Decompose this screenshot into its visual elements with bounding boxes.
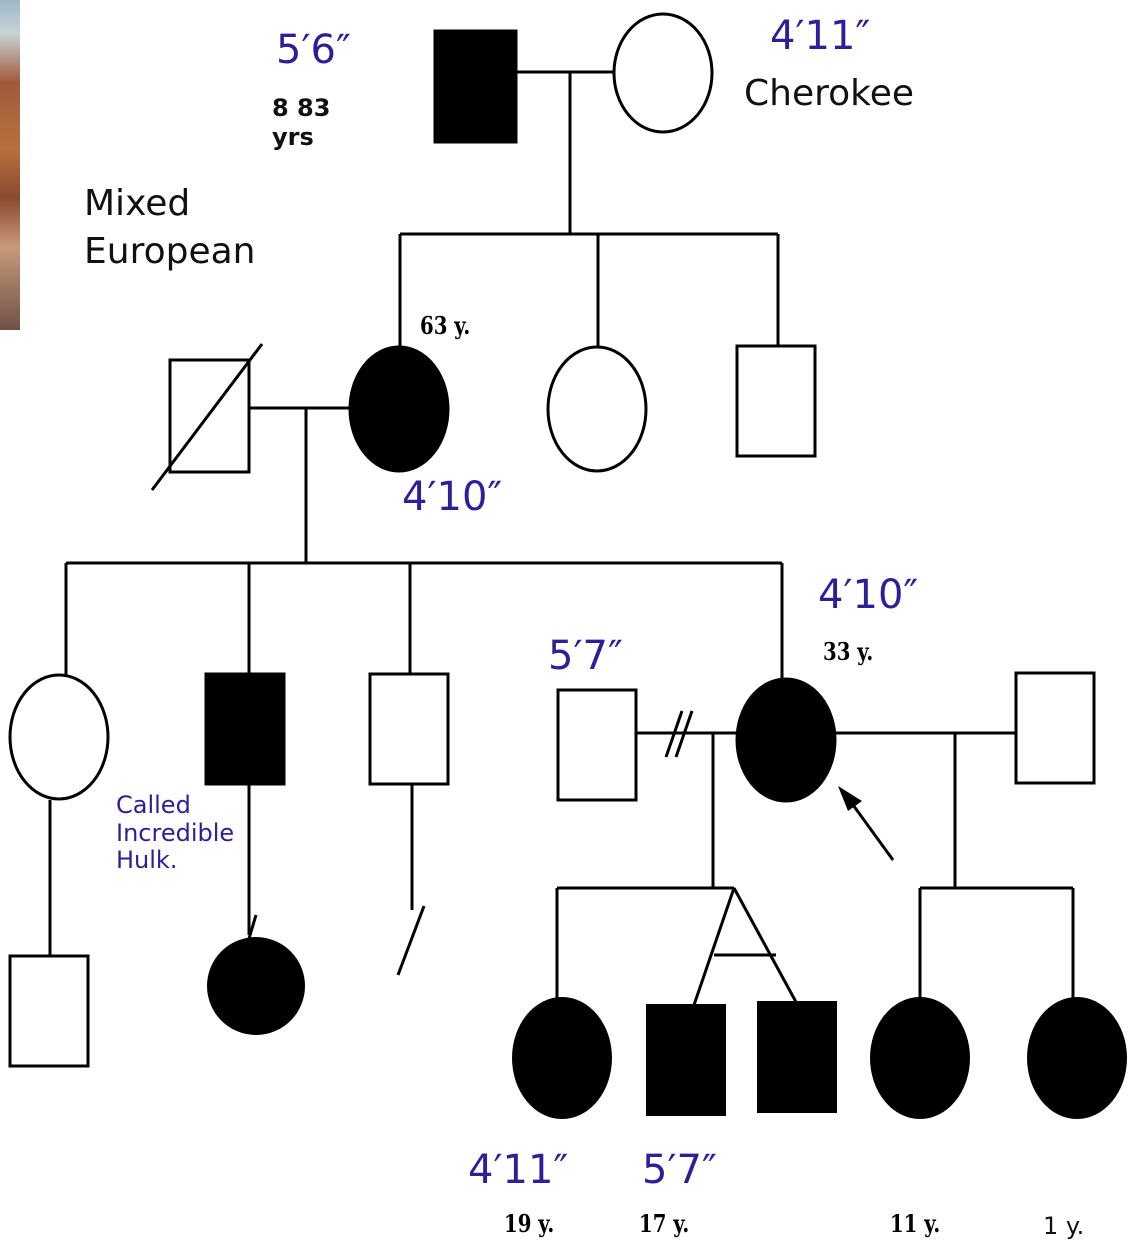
- uncle-unaffected-male: [735, 344, 817, 458]
- twin-line-left: [692, 887, 736, 1006]
- twin-height-label: 5′7″: [642, 1147, 717, 1193]
- grandfather-height-label: 5′6″: [276, 27, 351, 73]
- ex-husband-height-label: 5′7″: [548, 633, 623, 679]
- child5-age-label: 1 y.: [1043, 1212, 1085, 1240]
- hulk-note: Called Incredible Hulk.: [116, 791, 235, 875]
- child1-affected-female: [512, 997, 612, 1119]
- ethnicity-label-line2: European: [84, 231, 256, 272]
- proband-age-label: 33 y.: [823, 637, 874, 666]
- ethnicity-label-line1: Mixed: [84, 183, 191, 224]
- ex-husband-unaffected-male: [556, 688, 638, 802]
- grandmother-ethnicity-label: Cherokee: [744, 73, 914, 114]
- grandfather-age-unit: yrs: [272, 122, 314, 151]
- mother-height-label: 4′10″: [402, 474, 503, 520]
- twin1-affected-male: [646, 1004, 726, 1116]
- hulk-affected-male: [204, 672, 286, 786]
- niece-affected-female: [207, 937, 305, 1035]
- proband-arrow-head: [838, 786, 862, 811]
- child5-affected-female: [1027, 997, 1127, 1119]
- mother-age-label: 63 y.: [420, 311, 471, 340]
- child4-age-label: 11 y.: [890, 1209, 941, 1238]
- mother-affected-female: [348, 345, 450, 473]
- miscarriage-slash: [396, 905, 426, 976]
- nephew-unaffected-male: [8, 954, 90, 1068]
- child1-height-label: 4′11″: [468, 1147, 569, 1193]
- deceased-slash: [150, 343, 264, 491]
- aunt-unaffected-female: [546, 345, 648, 473]
- twin2-affected-male: [757, 1001, 837, 1113]
- proband-arrow-shaft: [846, 797, 895, 861]
- proband-height-label: 4′10″: [818, 572, 919, 618]
- grandmother-height-label: 4′11″: [770, 13, 871, 59]
- divorce-mark-2: [674, 710, 694, 758]
- cropped-photo-edge: [0, 0, 20, 330]
- twin-line-right: [732, 887, 798, 1003]
- proband-affected-female: [735, 677, 837, 803]
- grandmother-unaffected-female: [612, 12, 714, 134]
- grandfather-age-value: 8 83: [272, 94, 331, 122]
- child1-age-label: 19 y.: [504, 1209, 555, 1238]
- brother-unaffected-male: [368, 672, 450, 786]
- child4-affected-female: [870, 997, 970, 1119]
- sister-unaffected-female: [8, 673, 110, 801]
- second-husband-unaffected-male: [1014, 671, 1096, 785]
- divorce-mark-1: [664, 710, 684, 758]
- grandfather-age-label: 8 83 yrs: [272, 94, 330, 152]
- grandfather-affected-male: [433, 29, 518, 144]
- twin-age-label: 17 y.: [639, 1209, 690, 1238]
